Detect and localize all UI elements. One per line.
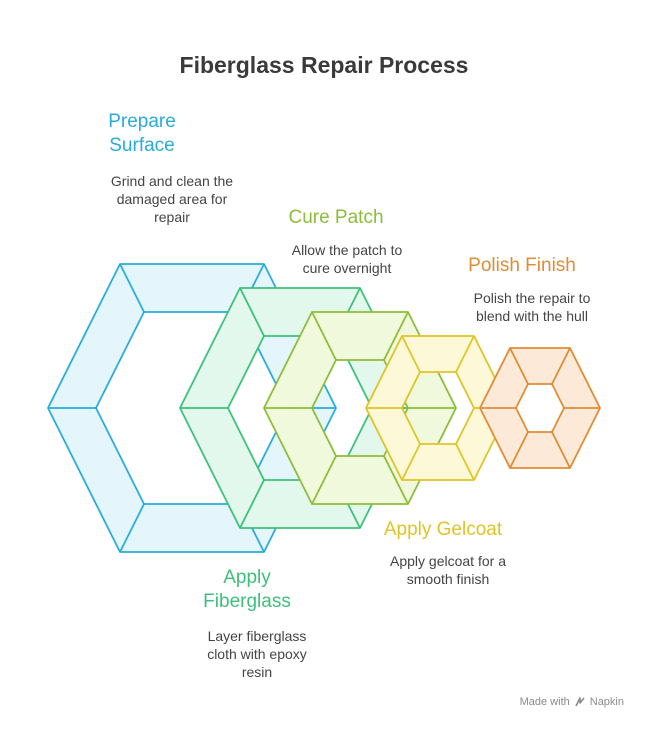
footer-attribution: Made with Napkin [520,696,624,708]
frame-facet-line [311,455,337,505]
frame-facet-line [551,431,571,469]
step-desc-apply-fiberglass: Layer fiberglass cloth with epoxy resin [207,628,307,680]
frame-facet-line [119,263,145,313]
frame-facet-line [383,455,409,505]
frame-facet-line [311,311,337,361]
step-desc-apply-gelcoat: Apply gelcoat for a smooth finish [390,553,506,587]
frame-facet-line [509,431,529,469]
footer-made-with: Made with [519,696,570,708]
frame-facet-line [401,335,421,373]
step-desc-polish-finish: Polish the repair to blend with the hull [473,290,591,324]
frame-facet-line [119,503,145,553]
frame-facet-line [455,335,475,373]
napkin-logo-icon [575,697,585,707]
page-title: Fiberglass Repair Process [179,52,469,78]
step-title-prepare-surface: Prepare Surface [108,111,176,156]
frame-facet-line [239,287,265,337]
footer-brand: Napkin [589,696,624,708]
step-title-cure-patch: Cure Patch [288,207,384,228]
frame-facet-line [383,311,409,361]
apply-gelcoat-shape [365,335,511,481]
step-title-apply-fiberglass: Apply Fiberglass [203,567,291,612]
step-title-polish-finish: Polish Finish [468,255,576,276]
step-title-apply-gelcoat: Apply Gelcoat [383,519,503,540]
frame-facet-line [551,347,571,385]
polish-finish-shape [479,347,601,469]
step-desc-prepare-surface: Grind and clean the damaged area for rep… [110,173,234,225]
frame-facet-line [401,443,421,481]
frame-facet-line [455,443,475,481]
frame-facet-line [509,347,529,385]
step-desc-cure-patch: Allow the patch to cure overnight [291,242,403,276]
frame-facet-line [239,479,265,529]
